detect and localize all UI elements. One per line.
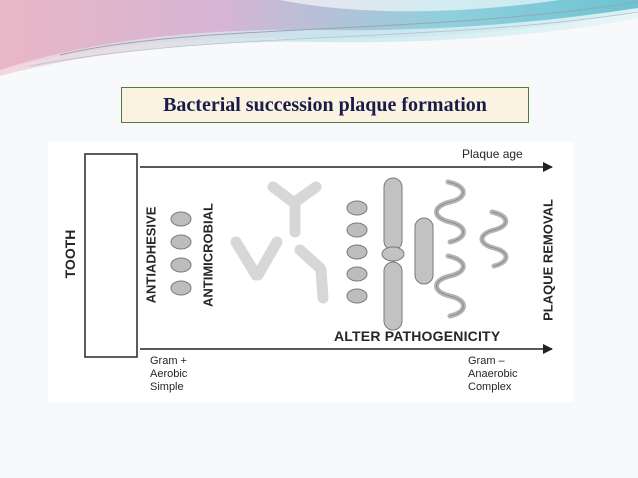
plaque-removal-label: PLAQUE REMOVAL (540, 199, 556, 321)
alter-pathogenicity-label: ALTER PATHOGENICITY (334, 328, 501, 344)
right-axis-label: Gram – Anaerobic Complex (468, 355, 518, 393)
diagram-graphics (84, 153, 553, 358)
early-cocci-group (170, 211, 192, 296)
antiadhesive-label: ANTIADHESIVE (143, 206, 159, 304)
plaque-age-label: Plaque age (462, 147, 523, 161)
tooth-rectangle (84, 153, 138, 358)
spirochetes-group (434, 179, 509, 319)
slide-title: Bacterial succession plaque formation (121, 87, 529, 123)
branched-rods-group (230, 181, 329, 304)
mid-cocci-group (346, 200, 368, 304)
antimicrobial-label: ANTIMICROBIAL (200, 203, 216, 307)
header-wave-decoration (0, 0, 638, 76)
tooth-label: TOOTH (62, 229, 78, 279)
plaque-succession-diagram: TOOTH ANTIADHESIVE ANTIMICROBIAL PLAQUE … (48, 142, 574, 402)
left-axis-label: Gram + Aerobic Simple (150, 355, 188, 393)
long-rods-group (381, 177, 434, 331)
spirochete-outlines (436, 181, 507, 317)
